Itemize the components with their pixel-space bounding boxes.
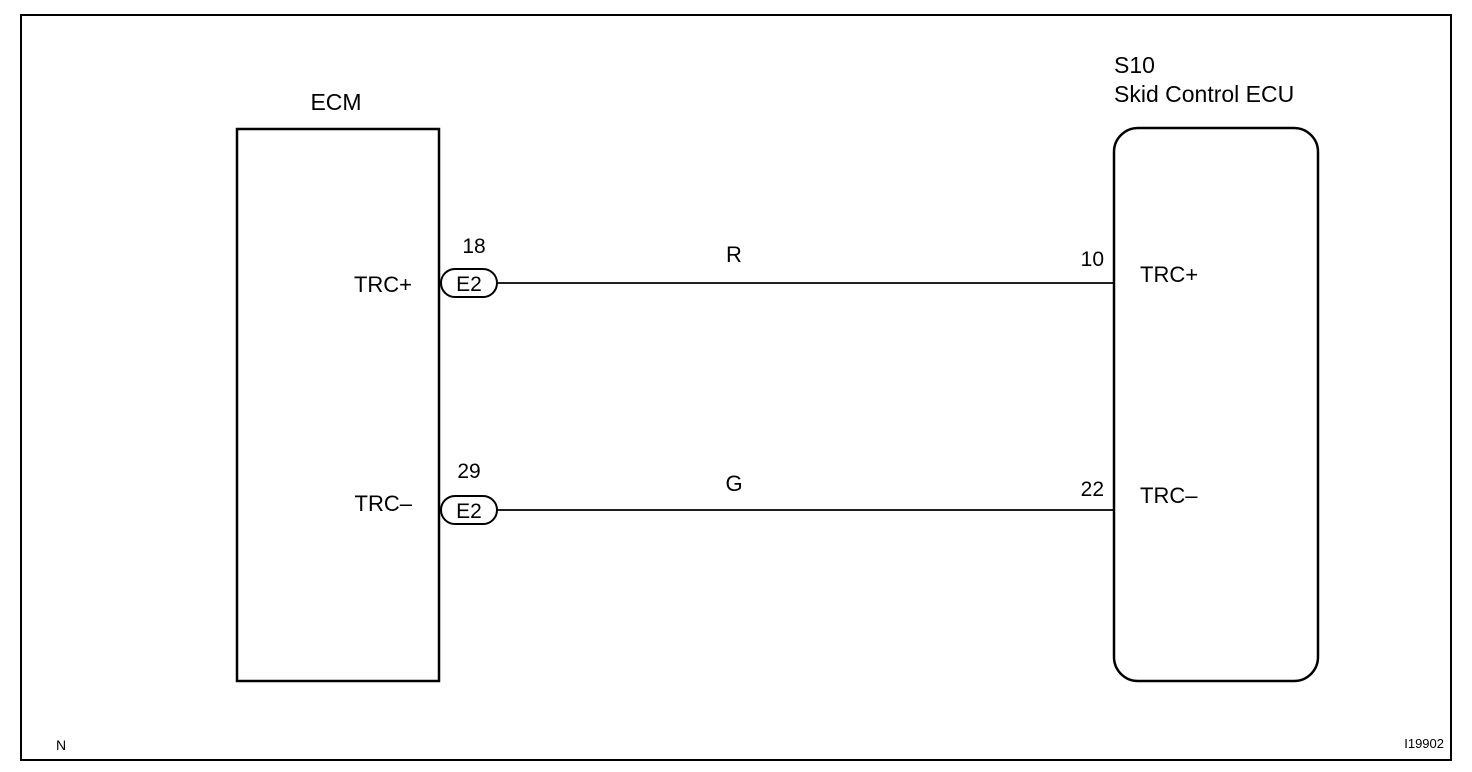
ecm-pin-label: TRC+ [354, 272, 412, 297]
skid-ecu-pin-label: TRC+ [1140, 262, 1198, 287]
ecm-box [235, 127, 441, 683]
ecm-pin-number: 18 [462, 235, 485, 258]
skid-ecu-title: Skid Control ECU [1114, 81, 1294, 107]
footer-figure-id: I19902 [1404, 736, 1444, 751]
skid-ecu-pin-label: TRC– [1140, 483, 1198, 508]
ecm-pin-number: 29 [457, 460, 480, 483]
wire-trc-minus: TRC– 29 E2 G 22 TRC– [355, 460, 1198, 525]
skid-ecu-pin-number: 10 [1081, 248, 1104, 271]
ecm-block: ECM [235, 89, 441, 683]
diagram-frame [20, 14, 1452, 761]
ecm-pin-label: TRC– [355, 491, 413, 516]
wire-trc-plus: TRC+ 18 E2 R 10 TRC+ [354, 235, 1198, 298]
connector-code: E2 [456, 500, 482, 523]
connector-code: E2 [456, 273, 482, 296]
skid-ecu-box [1112, 126, 1320, 683]
skid-ecu-block: S10 Skid Control ECU [1112, 52, 1320, 683]
wire-color-label: R [726, 242, 742, 267]
skid-ecu-pin-number: 22 [1081, 478, 1104, 501]
skid-ecu-code: S10 [1114, 52, 1155, 78]
footer-left-code: N [56, 737, 66, 753]
wire-color-label: G [725, 471, 742, 496]
ecm-title: ECM [310, 89, 361, 115]
